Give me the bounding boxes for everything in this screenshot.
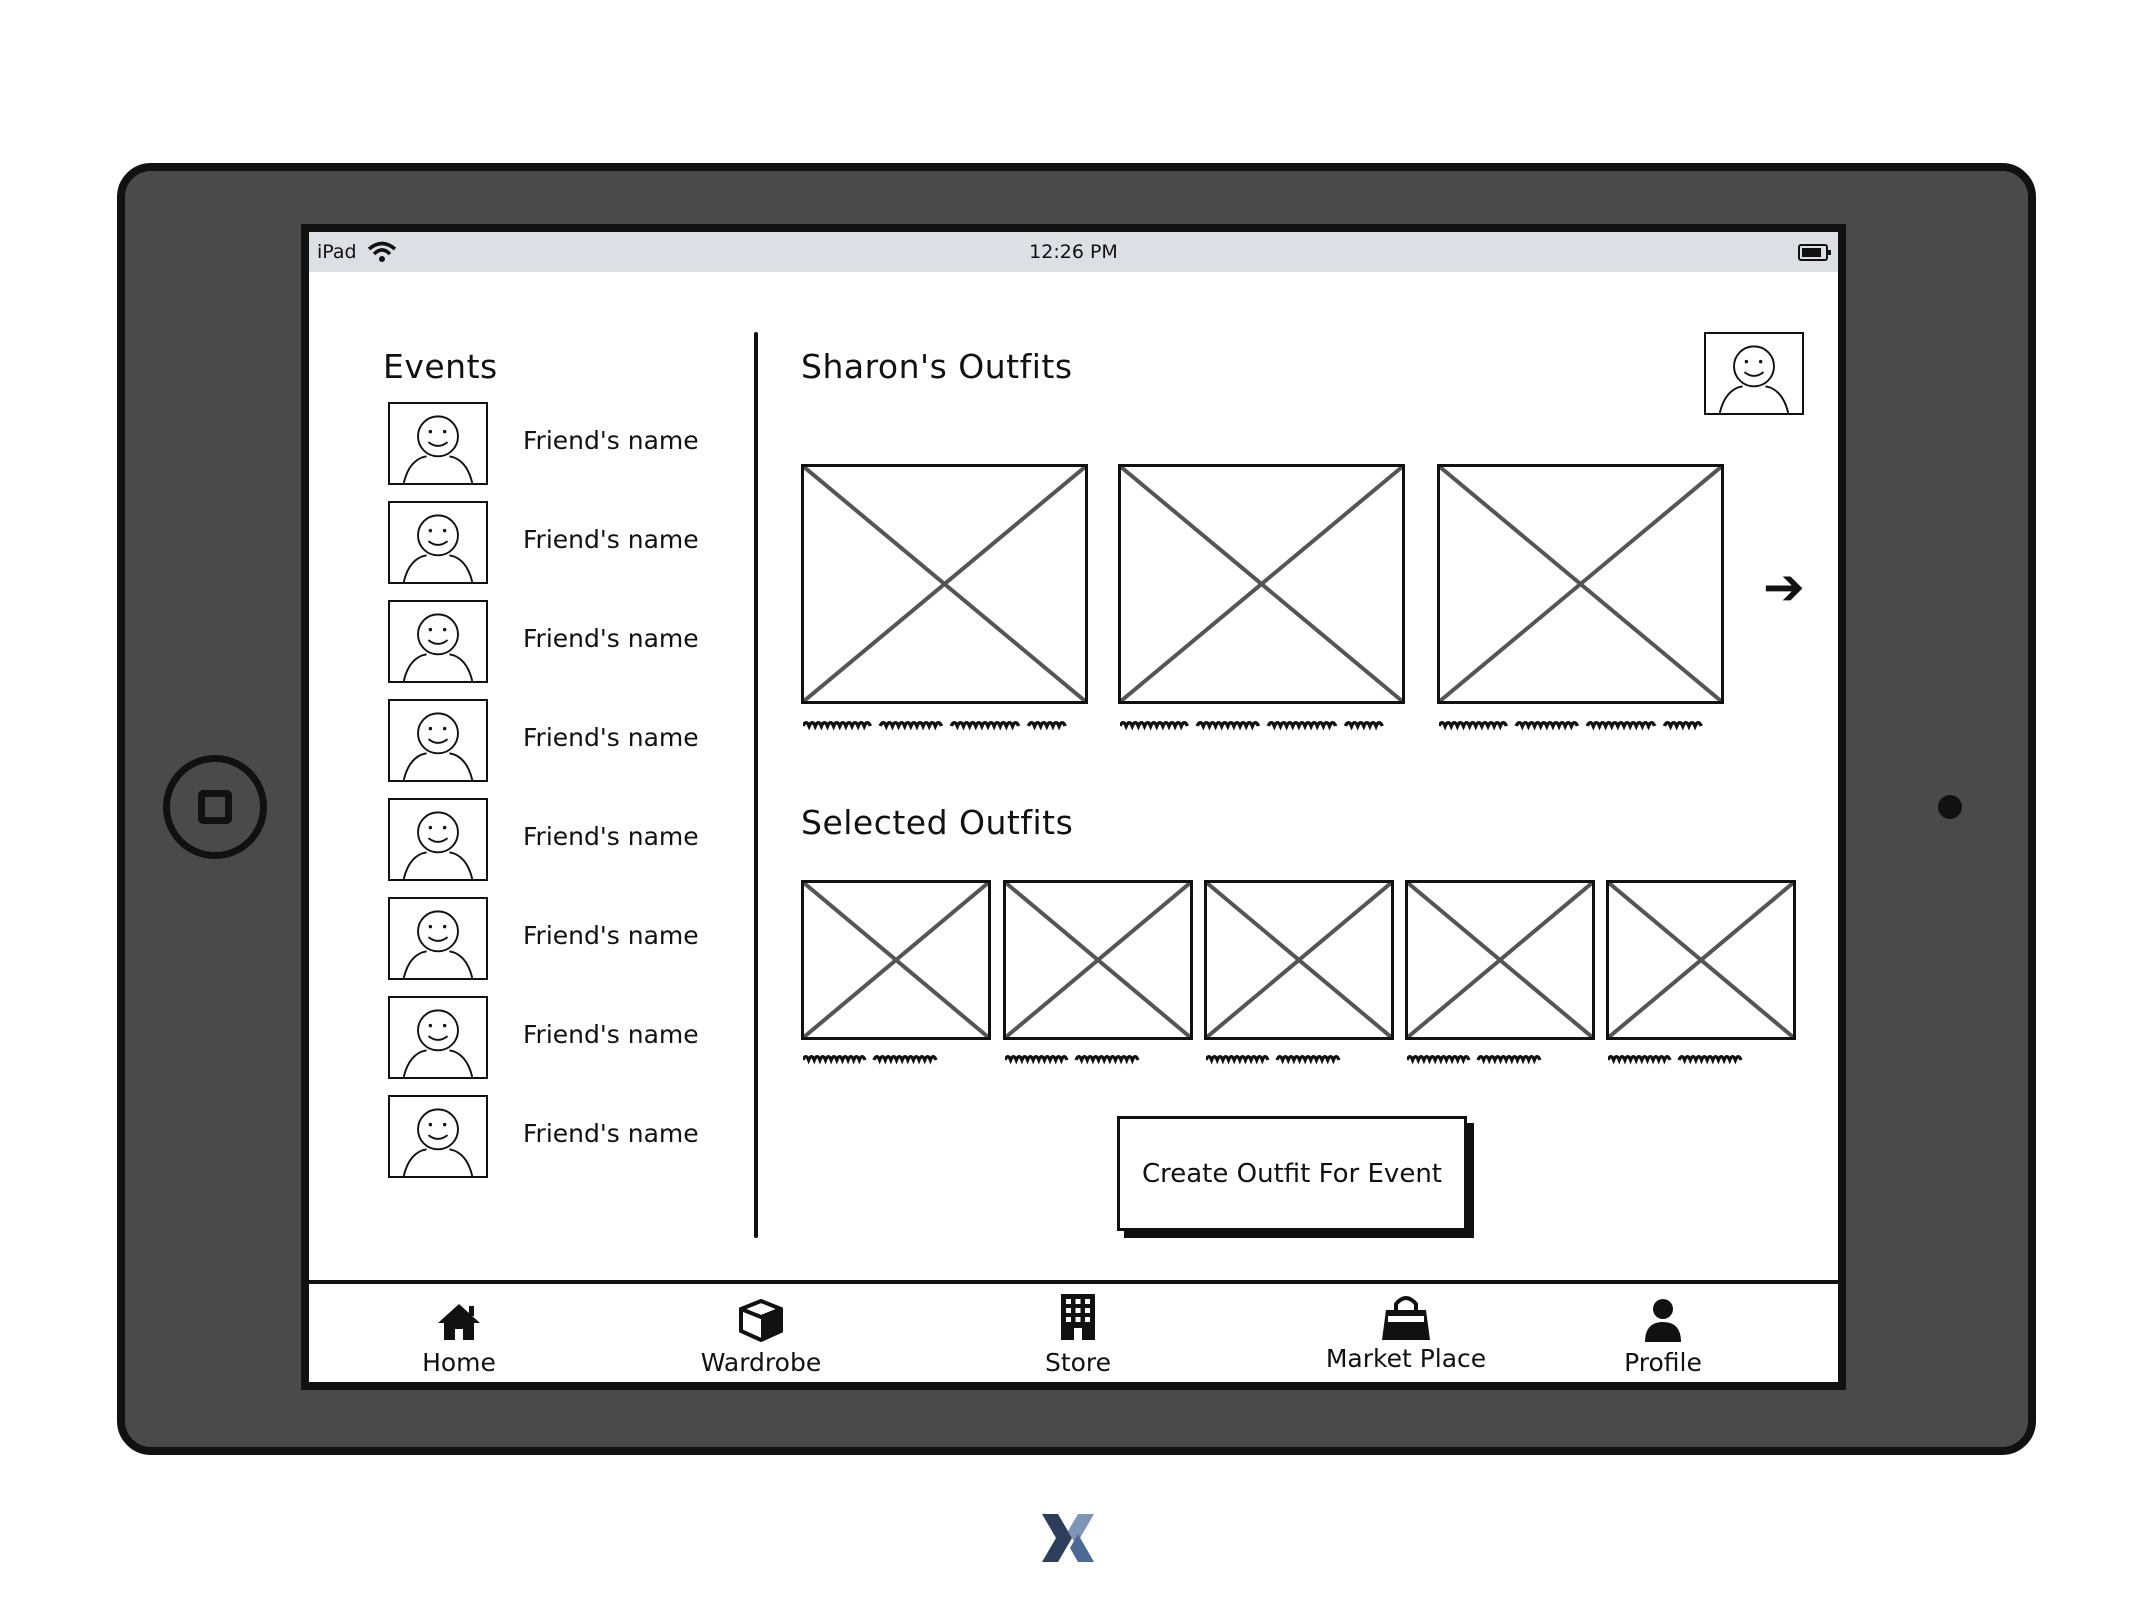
image-placeholder-icon: [1408, 883, 1592, 1037]
tab-store-label: Store: [1044, 1348, 1112, 1377]
selected-outfit-image[interactable]: [1405, 880, 1595, 1040]
friend-avatar: [388, 897, 488, 980]
image-placeholder-icon: [804, 883, 988, 1037]
user-avatar-icon: [1718, 345, 1790, 413]
box-icon: [739, 1298, 783, 1342]
status-time: 12:26 PM: [1029, 241, 1118, 263]
friend-name: Friend's name: [523, 822, 699, 851]
logo-icon: [1042, 1514, 1094, 1562]
tab-home-label: Home: [422, 1348, 496, 1377]
tab-home[interactable]: Home: [359, 1294, 559, 1377]
outfit-image[interactable]: [801, 464, 1088, 704]
tab-wardrobe-label: Wardrobe: [700, 1348, 822, 1377]
selected-outfit-image[interactable]: [1606, 880, 1796, 1040]
friend-avatar: [388, 501, 488, 584]
status-bar: iPad 12:26 PM: [309, 232, 1838, 272]
wifi-icon: [367, 241, 396, 262]
device-camera: [1938, 795, 1962, 819]
friend-name: Friend's name: [523, 1119, 699, 1148]
tab-store[interactable]: Store: [978, 1294, 1178, 1377]
friend-avatar: [388, 600, 488, 683]
tab-profile[interactable]: Profile: [1563, 1294, 1763, 1377]
selected-outfit-image[interactable]: [1003, 880, 1193, 1040]
user-avatar-icon: [402, 910, 474, 978]
user-avatar-icon: [402, 415, 474, 483]
outfit-image[interactable]: [1118, 464, 1405, 704]
tab-wardrobe[interactable]: Wardrobe: [661, 1294, 861, 1377]
outfit-caption-scribble: [1439, 718, 1711, 732]
image-placeholder-icon: [1006, 883, 1190, 1037]
friend-avatar: [388, 402, 488, 485]
next-arrow-icon[interactable]: ➔: [1763, 558, 1805, 616]
selected-outfit-caption-scribble: [1608, 1052, 1750, 1066]
selected-outfit-caption-scribble: [803, 1052, 945, 1066]
friend-avatar: [388, 1095, 488, 1178]
selected-outfit-image[interactable]: [1204, 880, 1394, 1040]
events-title: Events: [383, 347, 498, 386]
friend-name: Friend's name: [523, 624, 699, 653]
home-icon: [438, 1304, 480, 1340]
user-avatar-icon: [402, 514, 474, 582]
friend-name: Friend's name: [523, 921, 699, 950]
column-divider: [754, 332, 758, 1238]
friend-avatar: [388, 798, 488, 881]
outfit-caption-scribble: [1120, 718, 1392, 732]
user-avatar-icon: [402, 811, 474, 879]
selected-outfit-image[interactable]: [801, 880, 991, 1040]
friend-avatar: [388, 996, 488, 1079]
profile-avatar[interactable]: [1704, 332, 1804, 415]
selected-outfits-title: Selected Outfits: [801, 803, 1074, 842]
tab-bar: Home Wardrobe: [309, 1280, 1838, 1382]
user-avatar-icon: [402, 1108, 474, 1176]
friend-name: Friend's name: [523, 723, 699, 752]
user-avatar-icon: [402, 712, 474, 780]
selected-outfit-caption-scribble: [1206, 1052, 1348, 1066]
sharons-outfits-title: Sharon's Outfits: [801, 347, 1073, 386]
user-avatar-icon: [402, 1009, 474, 1077]
friend-name: Friend's name: [523, 426, 699, 455]
selected-outfit-caption-scribble: [1407, 1052, 1549, 1066]
image-placeholder-icon: [804, 467, 1085, 701]
image-placeholder-icon: [1121, 467, 1402, 701]
friend-name: Friend's name: [523, 1020, 699, 1049]
user-avatar-icon: [402, 613, 474, 681]
user-icon: [1645, 1299, 1681, 1342]
device-label: iPad: [317, 241, 357, 263]
selected-outfit-caption-scribble: [1005, 1052, 1147, 1066]
shopping-bag-icon: [1382, 1296, 1430, 1340]
image-placeholder-icon: [1207, 883, 1391, 1037]
tab-profile-label: Profile: [1624, 1348, 1702, 1377]
outfit-image[interactable]: [1437, 464, 1724, 704]
friend-avatar: [388, 699, 488, 782]
image-placeholder-icon: [1440, 467, 1721, 701]
tab-market-place-label: Market Place: [1325, 1344, 1487, 1373]
building-icon: [1061, 1294, 1095, 1340]
device-home-button: [163, 755, 267, 859]
friend-name: Friend's name: [523, 525, 699, 554]
image-placeholder-icon: [1609, 883, 1793, 1037]
create-outfit-button[interactable]: Create Outfit For Event: [1117, 1116, 1467, 1231]
battery-icon: [1798, 244, 1831, 261]
outfit-caption-scribble: [803, 718, 1075, 732]
tab-market-place[interactable]: Market Place: [1276, 1294, 1536, 1373]
